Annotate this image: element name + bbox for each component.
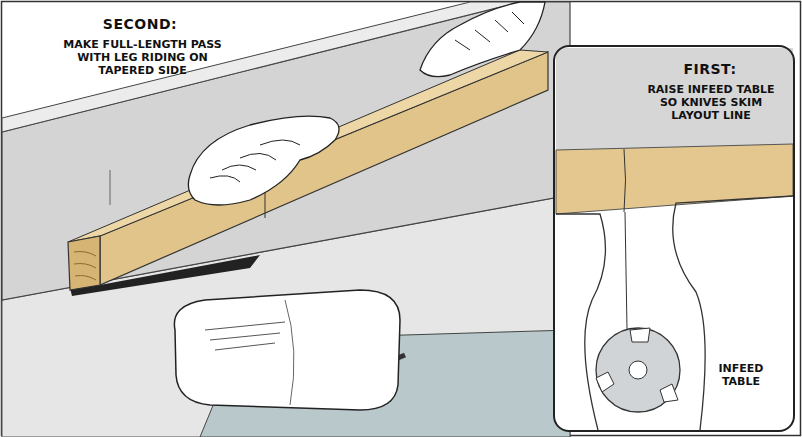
step-heading: FIRST: [635, 61, 785, 77]
step-note: MAKE FULL-LENGTH PASS WITH LEG RIDING ON… [50, 38, 235, 77]
step-note: RAISE INFEED TABLE SO KNIVES SKIM LAYOUT… [640, 83, 782, 122]
step-heading: SECOND: [40, 16, 240, 32]
part-label: INFEED TABLE [706, 362, 776, 388]
